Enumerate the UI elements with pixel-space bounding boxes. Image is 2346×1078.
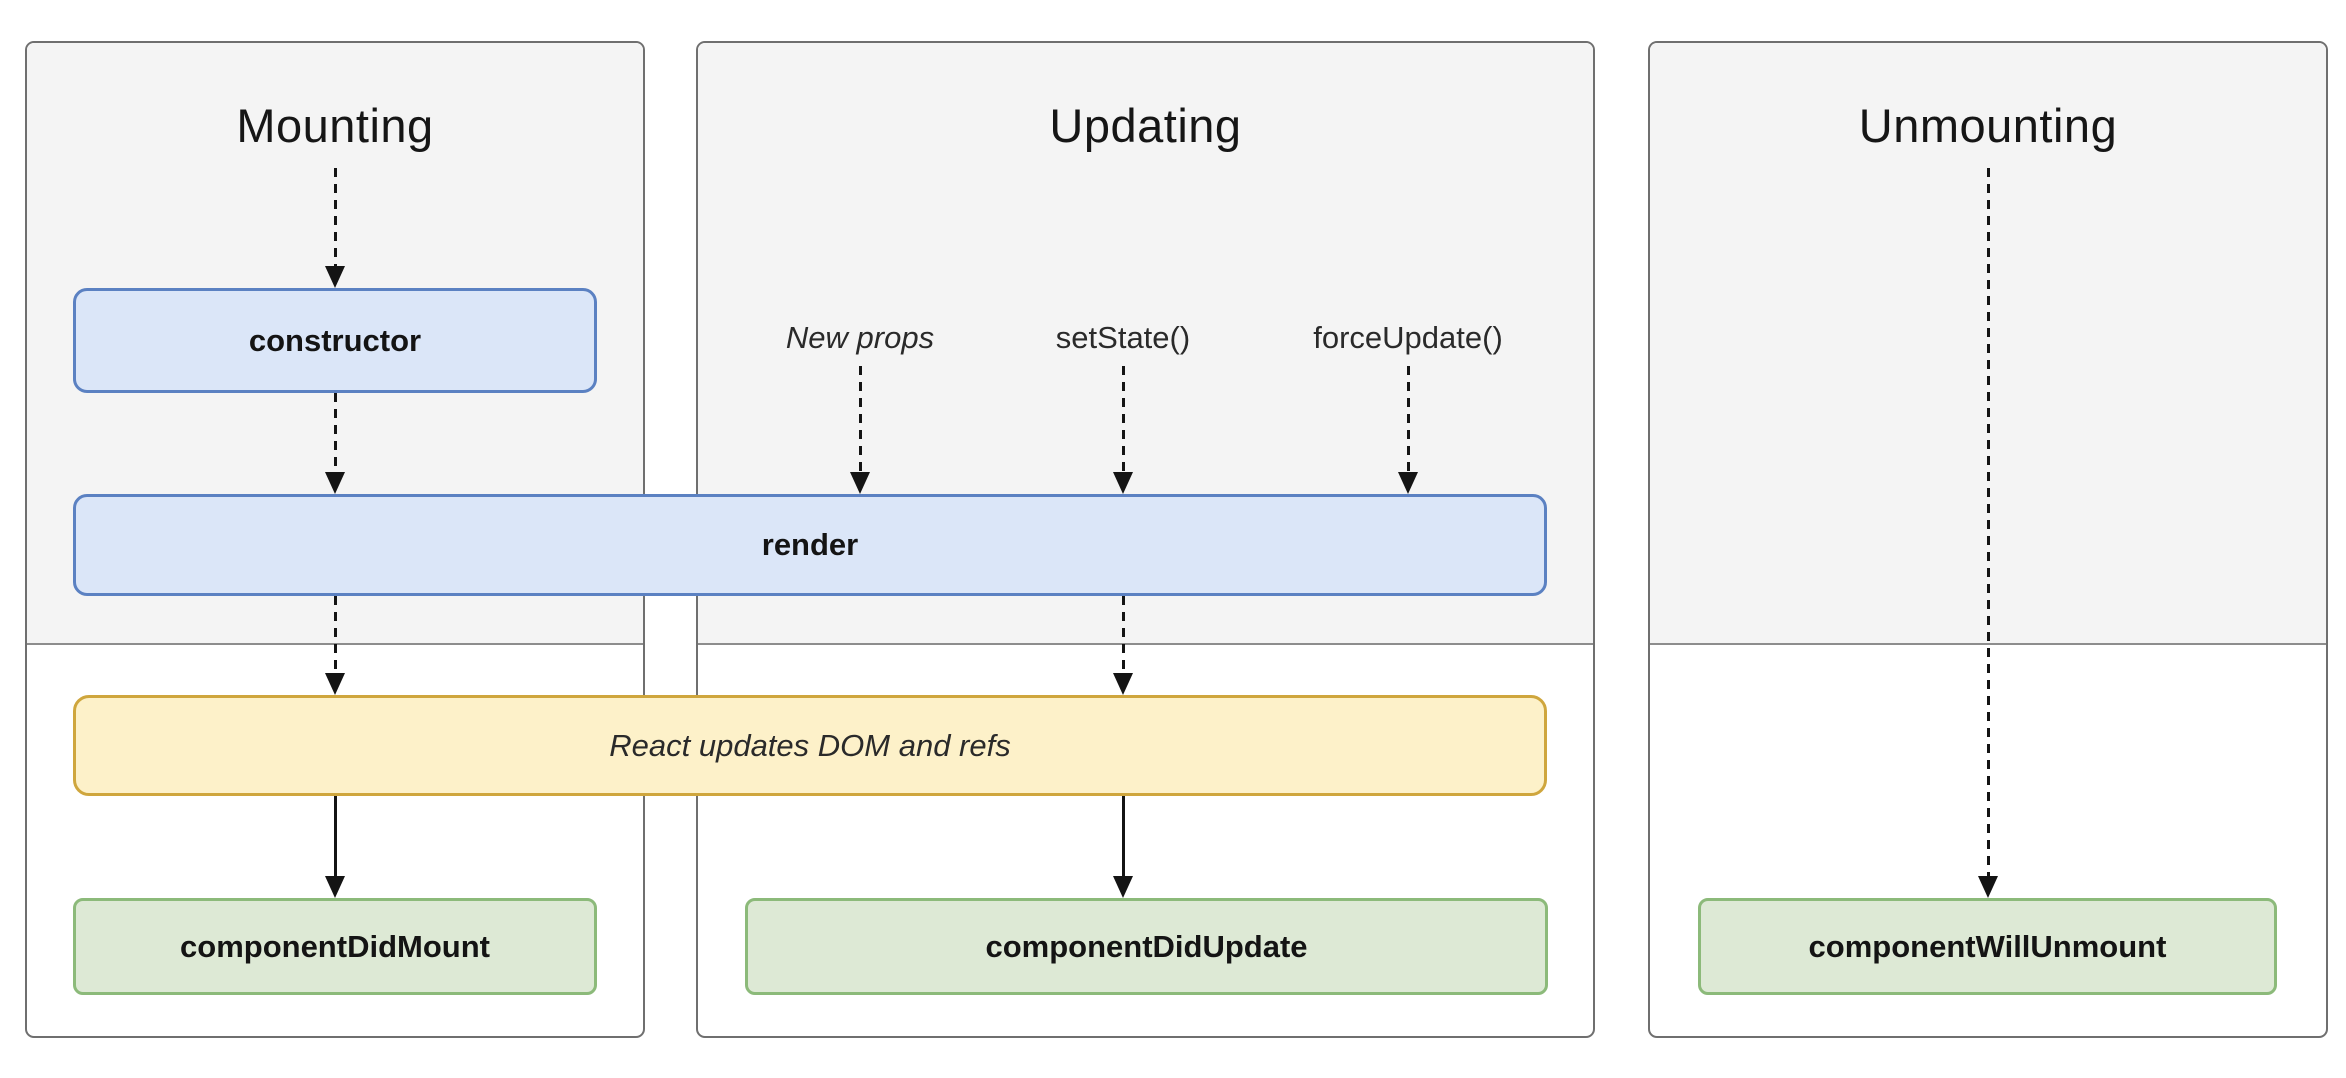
arrow-render-to-react-updates-updating [1113, 596, 1133, 695]
arrow-shaft [333, 168, 337, 266]
arrow-shaft [333, 393, 337, 472]
arrow-new-props-to-render [850, 366, 870, 494]
arrow-head [1113, 876, 1133, 898]
arrow-shaft [1406, 366, 1410, 472]
arrow-shaft [858, 366, 862, 472]
arrow-react-updates-to-component-did-mount [325, 796, 345, 898]
arrow-head [325, 266, 345, 288]
arrow-head [1113, 673, 1133, 695]
component-did-update-box[interactable]: componentDidUpdate [745, 898, 1548, 995]
column-title-unmounting: Unmounting [1858, 99, 2118, 152]
arrow-head [1113, 472, 1133, 494]
arrow-shaft [333, 796, 337, 876]
arrow-shaft [333, 596, 337, 673]
arrow-head [1398, 472, 1418, 494]
component-did-mount-box[interactable]: componentDidMount [73, 898, 597, 995]
column-title-updating: Updating [1049, 99, 1242, 152]
trigger-set-state[interactable]: setState() [1055, 320, 1191, 355]
arrow-head [850, 472, 870, 494]
arrow-constructor-to-render [325, 393, 345, 494]
arrow-set-state-to-render [1113, 366, 1133, 494]
arrow-shaft [1986, 168, 1990, 876]
component-will-unmount-box[interactable]: componentWillUnmount [1698, 898, 2277, 995]
trigger-force-update[interactable]: forceUpdate() [1313, 320, 1503, 355]
arrow-head [325, 472, 345, 494]
column-title-mounting: Mounting [236, 99, 434, 152]
constructor-box[interactable]: constructor [73, 288, 597, 393]
arrow-unmounting-to-component-will-unmount [1978, 168, 1998, 898]
arrow-shaft [1121, 366, 1125, 472]
arrow-react-updates-to-component-did-update [1113, 796, 1133, 898]
react-updates-dom-bar: React updates DOM and refs [73, 695, 1547, 796]
arrow-render-to-react-updates-mounting [325, 596, 345, 695]
arrow-mounting-to-constructor [325, 168, 345, 288]
arrow-head [1978, 876, 1998, 898]
arrow-shaft [1121, 596, 1125, 673]
arrow-force-update-to-render [1398, 366, 1418, 494]
arrow-head [325, 673, 345, 695]
trigger-new-props: New props [785, 320, 935, 355]
arrow-shaft [1121, 796, 1125, 876]
render-box[interactable]: render [73, 494, 1547, 596]
arrow-head [325, 876, 345, 898]
